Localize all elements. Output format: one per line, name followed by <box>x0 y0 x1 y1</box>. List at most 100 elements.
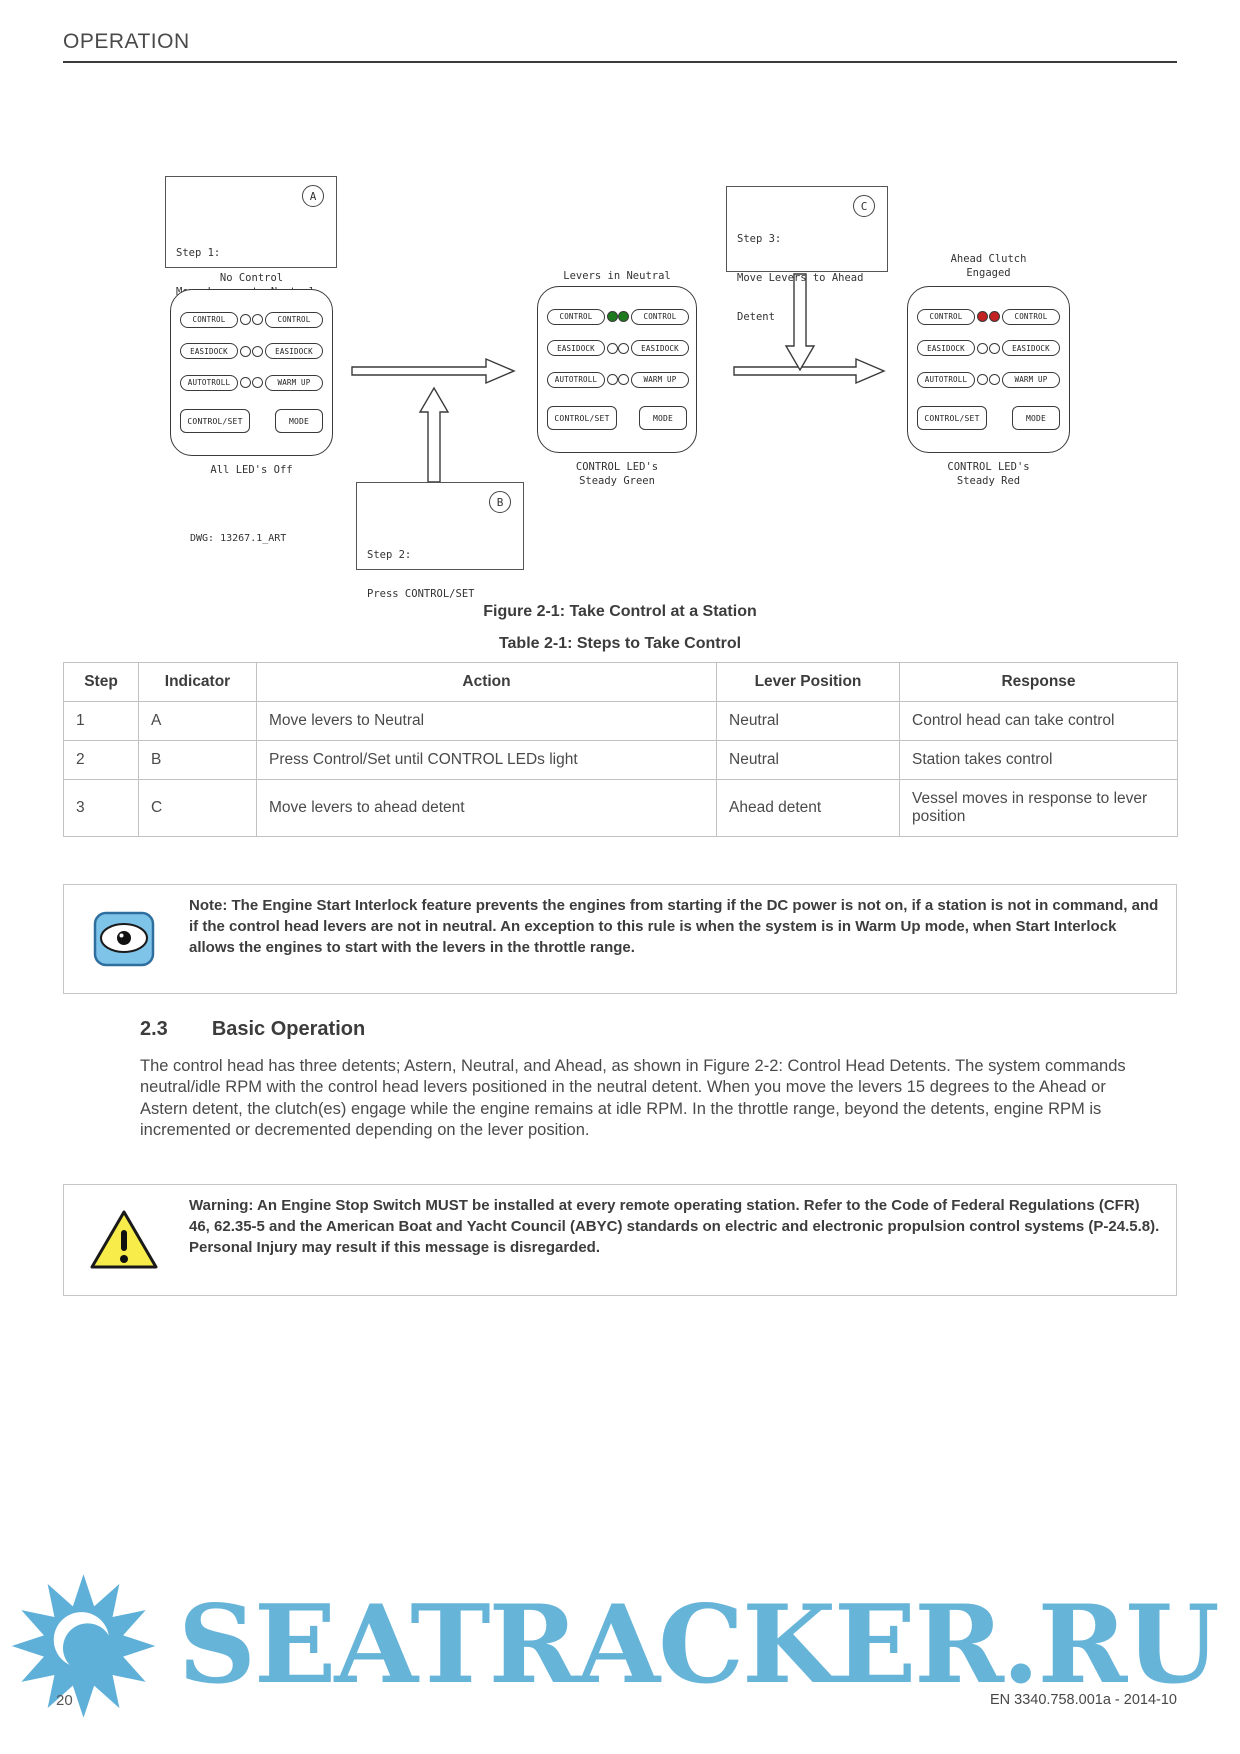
table-caption: Table 2-1: Steps to Take Control <box>498 635 742 652</box>
watermark-text: SEATRACKER.RU <box>178 1582 1220 1708</box>
autotroll-button: AUTOTROLL <box>917 371 975 388</box>
figure-2-1-diagram: A Step 1: Move Levers to Neutral B Step … <box>0 0 1240 600</box>
col-header-step: Step <box>63 662 139 702</box>
easidock-button: EASIDOCK <box>180 343 238 360</box>
indicator-c-badge: C <box>853 195 875 217</box>
header-rule <box>63 61 1177 63</box>
drawing-number: DWG: 13267.1_ART <box>190 533 287 544</box>
easidock-led <box>989 342 1000 354</box>
arrow-right-2 <box>733 357 886 385</box>
control-head-panel-neutral: CONTROL CONTROL EASIDOCK EASIDOCK <box>537 286 697 453</box>
autotroll-led <box>607 374 618 386</box>
cell-indicator: A <box>138 701 257 741</box>
steps-table: Step Indicator Action Lever Position Res… <box>63 662 1178 837</box>
panel2-bottom-label: CONTROL LED's Steady Green <box>537 460 697 488</box>
panel1-top-label: No Control <box>219 272 284 284</box>
cell-action: Move levers to ahead detent <box>256 779 717 837</box>
easidock-led <box>618 342 629 354</box>
easidock-button: EASIDOCK <box>265 343 323 360</box>
panel3-top-line2: Engaged <box>966 267 1011 279</box>
table-header-row: Step Indicator Action Lever Position Res… <box>63 662 1178 702</box>
step1-callout: A Step 1: Move Levers to Neutral <box>165 176 337 298</box>
autotroll-led <box>240 377 251 389</box>
page-number: 20 <box>56 1692 73 1709</box>
note-box: Note: The Engine Start Interlock feature… <box>63 884 1177 994</box>
col-header-indicator: Indicator <box>138 662 257 702</box>
mode-button: MODE <box>275 409 323 434</box>
cell-indicator: C <box>138 779 257 837</box>
section-heading: 2.3 Basic Operation <box>140 1018 365 1041</box>
panel2-top-label: Levers in Neutral <box>563 270 671 282</box>
warmup-button: WARM UP <box>265 374 323 391</box>
table-row: 2 B Press Control/Set until CONTROL LEDs… <box>63 740 1178 780</box>
warmup-button: WARM UP <box>1002 371 1060 388</box>
easidock-led <box>240 345 251 357</box>
control-led <box>240 314 251 326</box>
control-button: CONTROL <box>180 311 238 328</box>
autotroll-button: AUTOTROLL <box>180 374 238 391</box>
easidock-led <box>977 342 988 354</box>
autotroll-button: AUTOTROLL <box>547 371 605 388</box>
panel2-bottom-line1: CONTROL LED's <box>575 461 659 473</box>
step3-line1: Step 3: <box>737 233 782 245</box>
control-set-button: CONTROL/SET <box>180 409 250 434</box>
mode-button: MODE <box>1012 406 1060 431</box>
section-number: 2.3 <box>140 1018 168 1040</box>
cell-action: Move levers to Neutral <box>256 701 717 741</box>
easidock-button: EASIDOCK <box>917 340 975 357</box>
cell-lever-position: Neutral <box>716 701 900 741</box>
warmup-led <box>989 374 1000 386</box>
col-header-action: Action <box>256 662 717 702</box>
warning-triangle-icon <box>64 1185 184 1295</box>
autotroll-led <box>977 374 988 386</box>
note-text: Note: The Engine Start Interlock feature… <box>189 897 1159 956</box>
panel2-bottom-line2: Steady Green <box>579 475 655 487</box>
panel3-bottom-line2: Steady Red <box>956 475 1021 487</box>
warmup-button: WARM UP <box>631 371 689 388</box>
step3-line2: Move Levers to Ahead <box>737 272 864 284</box>
cell-step: 2 <box>63 740 139 780</box>
control-button: CONTROL <box>1002 308 1060 325</box>
cell-lever-position: Neutral <box>716 740 900 780</box>
control-set-button: CONTROL/SET <box>547 406 617 431</box>
panel3-bottom-label: CONTROL LED's Steady Red <box>907 460 1070 488</box>
mode-button: MODE <box>639 406 687 431</box>
control-led-green <box>607 311 618 323</box>
warning-box: Warning: An Engine Stop Switch MUST be i… <box>63 1184 1177 1296</box>
step2-line2: Press CONTROL/SET <box>367 588 475 600</box>
easidock-button: EASIDOCK <box>547 340 605 357</box>
control-led <box>252 314 263 326</box>
control-set-button: CONTROL/SET <box>917 406 987 431</box>
step3-line3: Detent <box>737 311 775 323</box>
document-reference: EN 3340.758.001a - 2014-10 <box>989 1692 1177 1708</box>
easidock-led <box>607 342 618 354</box>
panel3-top-label: Ahead Clutch Engaged <box>907 252 1070 280</box>
step2-line1: Step 2: <box>367 549 412 561</box>
cell-response: Station takes control <box>899 740 1178 780</box>
cell-response: Vessel moves in response to lever positi… <box>899 779 1178 837</box>
cell-step: 3 <box>63 779 139 837</box>
page-header-title: OPERATION <box>63 30 190 53</box>
warmup-led <box>252 377 263 389</box>
table-row: 3 C Move levers to ahead detent Ahead de… <box>63 779 1178 837</box>
cell-lever-position: Ahead detent <box>716 779 900 837</box>
easidock-button: EASIDOCK <box>1002 340 1060 357</box>
arrow-up-step2 <box>418 386 450 483</box>
control-button: CONTROL <box>631 308 689 325</box>
table-row: 1 A Move levers to Neutral Neutral Contr… <box>63 701 1178 741</box>
easidock-button: EASIDOCK <box>631 340 689 357</box>
control-head-panel-no-control: CONTROL CONTROL EASIDOCK EASIDOCK <box>170 289 333 456</box>
cell-action: Press Control/Set until CONTROL LEDs lig… <box>256 740 717 780</box>
indicator-b-badge: B <box>489 491 511 513</box>
panel3-bottom-line1: CONTROL LED's <box>947 461 1030 473</box>
step1-line1: Step 1: <box>176 247 221 259</box>
warning-text: Warning: An Engine Stop Switch MUST be i… <box>189 1197 1160 1256</box>
easidock-led <box>252 345 263 357</box>
col-header-response: Response <box>899 662 1178 702</box>
control-button: CONTROL <box>265 311 323 328</box>
watermark-sun-logo <box>6 1566 161 1731</box>
cell-response: Control head can take control <box>899 701 1178 741</box>
panel3-top-line1: Ahead Clutch <box>950 253 1027 265</box>
panel1-bottom-label: All LED's Off <box>210 464 293 476</box>
